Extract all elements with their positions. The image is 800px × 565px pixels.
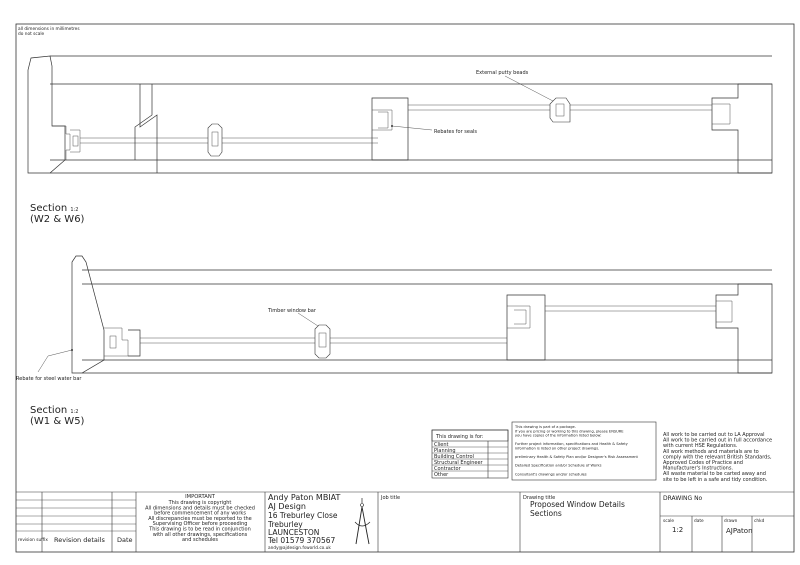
note-do-not-scale: do not scale (18, 31, 45, 37)
package-note-line: This drawing is part of a package. (514, 425, 576, 429)
company-brand: AJ Design (268, 502, 306, 511)
important-line: before commencement of any works (154, 511, 246, 517)
hse-note-line: All waste material to be carted away and (663, 471, 766, 477)
label-rebates-seals: Rebates for seals (434, 129, 477, 135)
hse-note-line: All work to be carried out in full accor… (663, 438, 772, 444)
section-w2-w6-drawing (27, 55, 773, 174)
drawn-value: AJPaton (726, 527, 753, 535)
company-town: LAUNCESTON (268, 528, 319, 537)
hse-notes: All work to be carried out to LA Approva… (663, 432, 772, 483)
hse-note-line: Approved Codes of Practice and (663, 460, 743, 466)
legend-row-other: Other (434, 472, 449, 478)
section-1-scale: 1:2 (70, 207, 78, 213)
company-address-2: Treburley (267, 520, 303, 529)
company-address-1: 16 Treburley Close (268, 511, 338, 520)
scale-value: 1:2 (672, 526, 683, 534)
section-1-label: Section (30, 203, 67, 214)
important-line: and schedules (182, 537, 218, 543)
company-email: andy@ajdesign.fsworld.co.uk (268, 545, 331, 551)
compass-logo-icon (354, 498, 371, 545)
package-note-line: Consultant's drawings and/or schedules (515, 472, 587, 476)
section-2-heading: Section 1:2 (30, 405, 78, 416)
section-2-subtitle: (W1 & W5) (30, 416, 85, 427)
important-line: All dimensions and details must be check… (145, 505, 255, 511)
company-tel: Tel 01579 370567 (267, 536, 335, 545)
section-1-subtitle: (W2 & W6) (30, 214, 85, 225)
important-line: This drawing is copyright (168, 500, 232, 506)
company-name: Andy Paton MBIAT (268, 493, 341, 502)
section-2-label: Section (30, 405, 67, 416)
title-block (16, 491, 794, 552)
important-line: Supervising Officer before proceeding (153, 521, 248, 527)
revision-details-label: Revision details (54, 536, 105, 544)
package-note-line: information is listed on other project d… (515, 447, 599, 451)
legend-row-structural-engineer: Structural Engineer (434, 460, 484, 466)
important-line: with all other drawings, specifications (153, 532, 248, 538)
important-heading: IMPORTANT (185, 494, 216, 500)
package-note-line: If you are pricing or working to this dr… (515, 429, 624, 433)
drawing-title-label: Drawing title (523, 495, 555, 501)
package-note-line: Detailed Specification and/or Schedule o… (515, 464, 602, 468)
section-1-heading: Section 1:2 (30, 203, 78, 214)
package-note-box (511, 421, 657, 481)
hse-note-line: All work to be carried out to LA Approva… (663, 432, 764, 438)
scale-label: scale (663, 518, 674, 524)
package-note-line: you have copies of the information liste… (515, 434, 601, 438)
package-note-line: Further project information, specificati… (515, 442, 629, 446)
section-w1-w5-drawing (37, 255, 773, 374)
drawing-no-label: DRAWING No (663, 495, 703, 502)
revision-suffix-label: revision suffix (18, 537, 48, 543)
label-window-bar: Timber window bar (267, 308, 317, 314)
hse-note-line: with current HSE Regulations. (663, 443, 738, 449)
revision-date-label: Date (117, 536, 133, 544)
hse-note-line: All work methods and materials are to (663, 449, 759, 455)
label-water-bar: Rebate for steel water bar (16, 376, 82, 382)
package-note-line: preliminary Health & Safety Plan and/or … (515, 455, 639, 459)
drawn-label: drawn (724, 518, 738, 524)
legend-row-client: Client (434, 442, 449, 448)
drawing-purpose-legend (431, 429, 509, 479)
legend-row-planning: Planning (434, 448, 456, 454)
section-2-scale: 1:2 (70, 409, 78, 415)
hse-note-line: Manufacturer's Instructions. (663, 466, 733, 472)
hse-note-line: comply with the relevant British Standar… (663, 454, 772, 460)
chkd-label: chkd (754, 518, 765, 524)
legend-header: This drawing is for: (435, 434, 484, 440)
note-dimensions: all dimensions in millimetres (18, 26, 80, 32)
legend-row-building-control: Building Control (434, 454, 474, 460)
important-line: All discrepancies must be reported to th… (148, 516, 252, 522)
drawing-title-line-2: Sections (530, 509, 562, 518)
hse-note-line: site to be left in a safe and tidy condi… (663, 477, 768, 483)
important-line: This drawing is to be read in conjunctio… (148, 527, 251, 533)
job-title-label: Job title (380, 495, 400, 501)
drawing-title-line-1: Proposed Window Details (530, 500, 625, 509)
package-note: This drawing is part of a package.If you… (514, 425, 639, 476)
legend-row-contractor: Contractor (434, 466, 462, 472)
date-label: date (694, 518, 704, 524)
label-putty-beads: External putty beads (476, 70, 529, 76)
sheet-border (15, 23, 795, 553)
